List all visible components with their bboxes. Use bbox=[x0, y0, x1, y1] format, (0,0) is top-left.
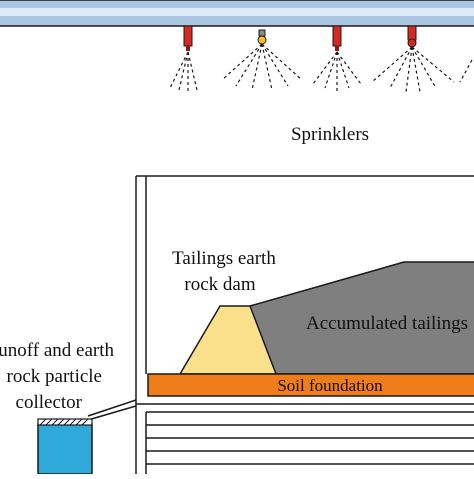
sprinkler-group bbox=[169, 25, 473, 93]
dam-label-line2: rock dam bbox=[184, 274, 255, 295]
accumulated-tailings-label: Accumulated tailings bbox=[306, 313, 468, 334]
collector-water bbox=[37, 423, 93, 475]
collector-chute bbox=[87, 399, 137, 421]
sprinkler-icon bbox=[169, 25, 198, 92]
flume-walls bbox=[135, 175, 474, 404]
pipe-inner bbox=[0, 8, 474, 16]
dam-label-line1: Tailings earth bbox=[172, 248, 276, 269]
soil-foundation-label: Soil foundation bbox=[277, 376, 383, 395]
soil-foundation bbox=[147, 373, 474, 397]
collector bbox=[37, 418, 93, 475]
collector-label-line2: rock particle bbox=[7, 366, 102, 387]
water-pipe bbox=[0, 0, 474, 27]
sprinklers-label: Sprinklers bbox=[291, 124, 369, 145]
collector-screen bbox=[37, 418, 93, 426]
sprinkler-icon bbox=[221, 29, 303, 91]
sprinkler-icon bbox=[312, 25, 362, 92]
base-platform bbox=[135, 403, 474, 474]
sprinkler-icon bbox=[459, 59, 473, 83]
collector-label-line1: Runoff and earth bbox=[0, 340, 114, 361]
sprinkler-icon bbox=[371, 25, 455, 93]
collector-label-line3: collector bbox=[16, 392, 83, 413]
